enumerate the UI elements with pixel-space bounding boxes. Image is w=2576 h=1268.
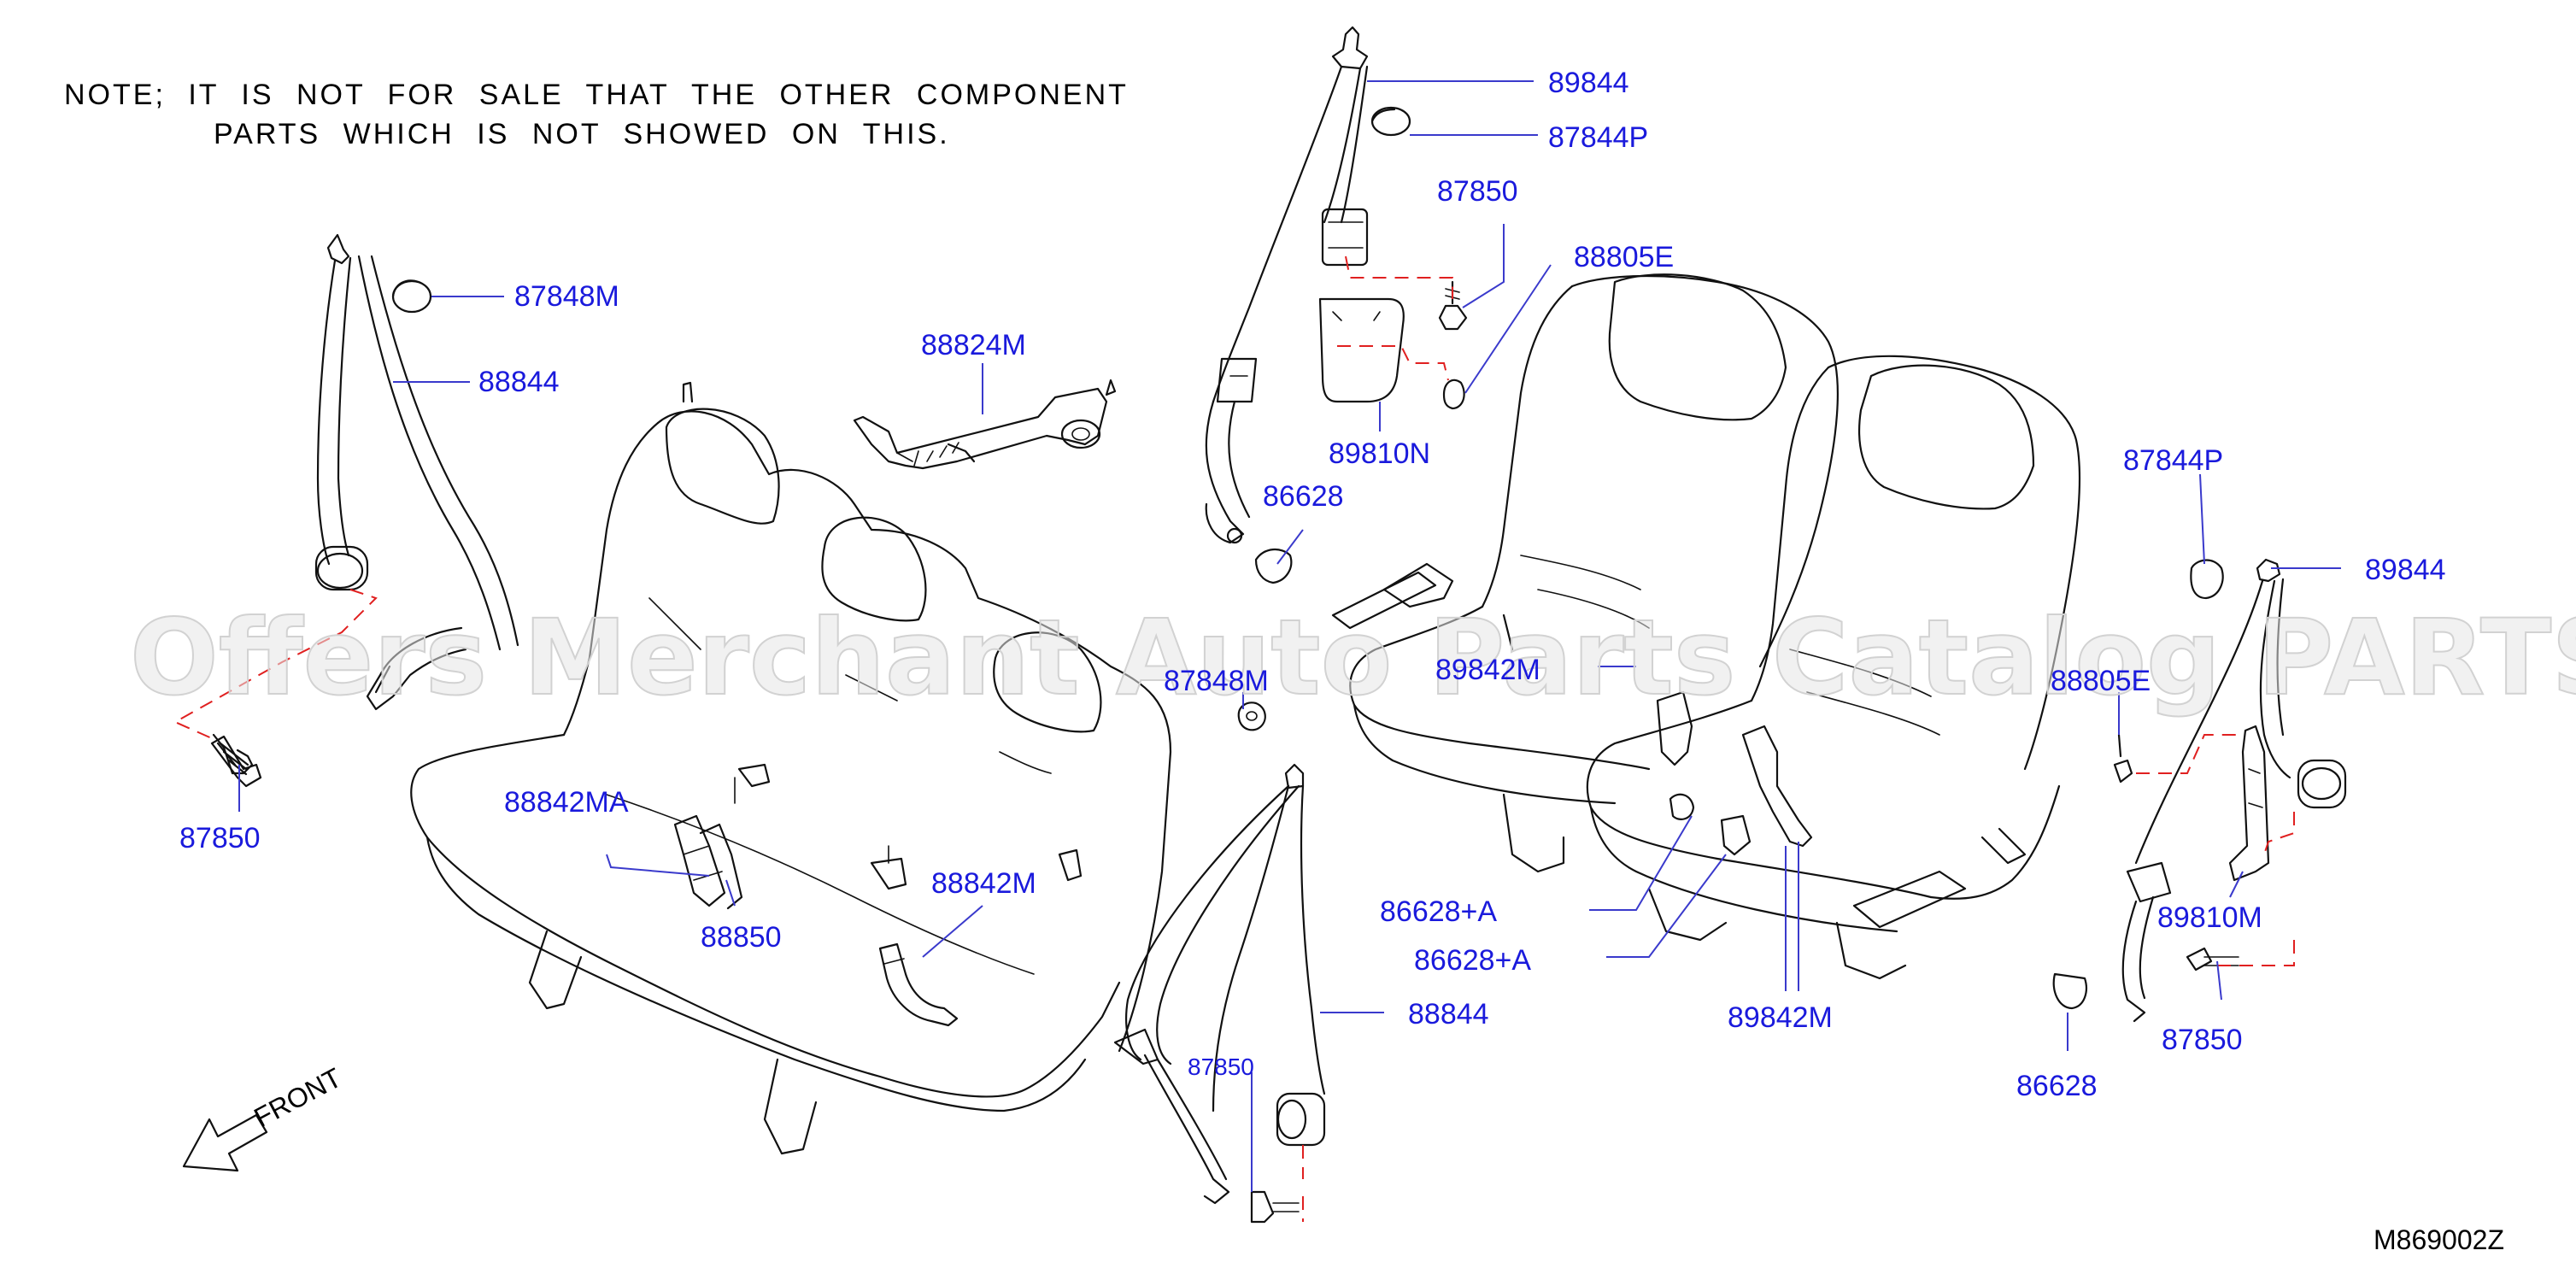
middle-belt-red-dash-a bbox=[1345, 255, 1453, 299]
callout-87850-mid[interactable]: 87850 bbox=[1188, 1054, 1254, 1080]
middle-lower-belt-drawing bbox=[1113, 702, 1326, 1224]
callout-89842M-hidden[interactable]: 89842M bbox=[1435, 654, 1540, 686]
front-label: FRONT bbox=[249, 1062, 346, 1134]
left-bolt-drawing bbox=[216, 742, 237, 766]
callout-89842M[interactable]: 89842M bbox=[1728, 1001, 1833, 1034]
second-row-seats-drawing bbox=[1331, 273, 2081, 980]
rear-bench-seat-drawing bbox=[410, 381, 1172, 1155]
diagram-code: M869002Z bbox=[2374, 1224, 2504, 1255]
note-line-2: PARTS WHICH IS NOT SHOWED ON THIS. bbox=[214, 118, 950, 150]
front-arrow: FRONT bbox=[182, 1062, 347, 1172]
callout-87848M[interactable]: 87848M bbox=[514, 280, 619, 313]
callout-86628A-2[interactable]: 86628+A bbox=[1414, 944, 1531, 977]
right-belt-red-dash-c bbox=[2217, 940, 2295, 966]
callout-87844P-right[interactable]: 87844P bbox=[2123, 444, 2223, 477]
left-belt-red-dash bbox=[173, 589, 378, 740]
callout-87848M-mid[interactable]: 87848M bbox=[1164, 665, 1269, 697]
callout-86628-top[interactable]: 86628 bbox=[1263, 480, 1344, 513]
callout-87850-right[interactable]: 87850 bbox=[2162, 1024, 2243, 1056]
callout-89844-right[interactable]: 89844 bbox=[2365, 554, 2446, 586]
callout-88805E-right[interactable]: 88805E bbox=[2051, 665, 2151, 697]
note-line-1: NOTE; IT IS NOT FOR SALE THAT THE OTHER … bbox=[64, 79, 1129, 111]
front-arrow-icon bbox=[182, 1113, 268, 1172]
callout-86628A-1[interactable]: 86628+A bbox=[1380, 895, 1497, 928]
callout-86628-right[interactable]: 86628 bbox=[2016, 1070, 2098, 1102]
callout-88842MA[interactable]: 88842MA bbox=[504, 786, 629, 819]
callout-89810N[interactable]: 89810N bbox=[1329, 437, 1430, 470]
callout-89810M[interactable]: 89810M bbox=[2157, 901, 2262, 934]
callout-88805E-top[interactable]: 88805E bbox=[1574, 241, 1674, 273]
right-belt-red-dash-a bbox=[2136, 734, 2239, 774]
left-belt-assembly-drawing bbox=[212, 233, 519, 776]
callout-87850-top[interactable]: 87850 bbox=[1437, 175, 1518, 208]
middle-belt-red-dash-b bbox=[1337, 345, 1449, 381]
callout-88844-left[interactable]: 88844 bbox=[478, 366, 560, 398]
leader-lines bbox=[238, 80, 2341, 1192]
callout-89844-top[interactable]: 89844 bbox=[1548, 67, 1629, 99]
callout-88824M[interactable]: 88824M bbox=[921, 329, 1026, 361]
middle-upper-belt-drawing bbox=[1205, 26, 1468, 584]
callout-88842M[interactable]: 88842M bbox=[931, 867, 1036, 900]
right-belt-assembly-drawing bbox=[2052, 558, 2347, 1023]
right-belt-red-dash-b bbox=[2263, 812, 2295, 855]
callout-87844P-top[interactable]: 87844P bbox=[1548, 121, 1648, 154]
callout-87850-left[interactable]: 87850 bbox=[179, 822, 261, 854]
callout-88850[interactable]: 88850 bbox=[701, 921, 782, 954]
callout-88844-mid[interactable]: 88844 bbox=[1408, 998, 1489, 1030]
upper-anchor-drawing bbox=[853, 379, 1117, 470]
watermark-text: Offers Merchant Auto Parts Catalog PARTS… bbox=[130, 597, 2576, 719]
